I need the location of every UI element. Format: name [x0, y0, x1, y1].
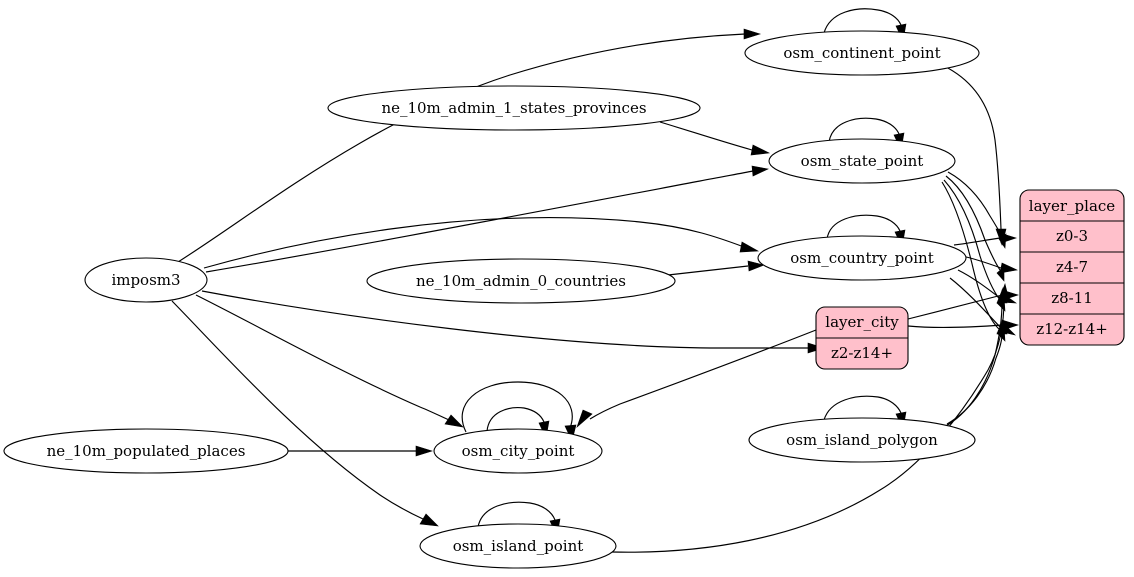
edge-imposm3-to-osm-state-point — [205, 165, 769, 273]
edge-osm-country-point-to-layer-place-z4-7 — [961, 255, 1018, 274]
node-ne-10m-admin-0-countries[interactable]: ne_10m_admin_0_countries — [366, 258, 676, 304]
node-osm-country-point[interactable]: osm_country_point — [757, 235, 967, 281]
edge-ne-states-to-osm-state-point — [659, 121, 771, 156]
node-osm-island-point[interactable]: osm_island_point — [419, 523, 617, 569]
node-ne-10m-admin-1-states-provinces[interactable]: ne_10m_admin_1_states_provinces — [327, 85, 701, 131]
node-shape-osm-continent-point[interactable] — [744, 30, 980, 76]
node-osm-continent-point[interactable]: osm_continent_point — [744, 30, 980, 76]
edge-osm-island-polygon-to-layer-place-z12-z14 — [946, 318, 1008, 425]
edge-layer-city-to-osm-city-point — [576, 329, 817, 428]
node-osm-state-point[interactable]: osm_state_point — [768, 138, 956, 184]
record-node-layer-city[interactable]: layer_city z2-z14+ — [815, 306, 909, 370]
edge-osm-state-point-to-layer-place-z0-3 — [947, 171, 1007, 249]
edge-ne-populated-to-osm-city-point — [288, 445, 434, 457]
node-shape-osm-city-point[interactable] — [433, 428, 603, 474]
edge-osm-state-point-to-layer-place-z8-11 — [943, 179, 1006, 312]
node-shape-osm-island-point[interactable] — [419, 523, 617, 569]
edge-osm-island-polygon-to-layer-place-z8-11 — [943, 287, 1008, 428]
edge-osm-continent-point-to-layer-place-z0-3 — [943, 65, 1007, 247]
node-shape-imposm3[interactable] — [84, 257, 208, 303]
node-shape-osm-state-point[interactable] — [768, 138, 956, 184]
node-shape-ne-10m-populated-places[interactable] — [3, 428, 289, 474]
node-osm-city-point[interactable]: osm_city_point — [433, 428, 603, 474]
edge-imposm3-to-osm-country-point — [203, 217, 760, 269]
edge-imposm3-to-osm-island-point — [171, 300, 439, 527]
node-shape-ne-10m-admin-0-countries[interactable] — [366, 258, 676, 304]
node-shape-ne-10m-admin-1-states-provinces[interactable] — [327, 85, 701, 131]
node-shape-osm-island-polygon[interactable] — [748, 417, 976, 463]
node-osm-island-polygon[interactable]: osm_island_polygon — [748, 417, 976, 463]
node-shape-osm-country-point[interactable] — [757, 235, 967, 281]
node-imposm3[interactable]: imposm3 — [84, 257, 208, 303]
edge-osm-island-point-to-osm-island-polygon — [611, 282, 1010, 553]
record-shape-layer-place[interactable] — [1019, 189, 1125, 346]
edge-imposm3-to-osm-continent-point — [177, 28, 762, 263]
edge-imposm3-to-osm-city-point — [195, 294, 464, 428]
node-ne-10m-populated-places[interactable]: ne_10m_populated_places — [3, 428, 289, 474]
record-node-layer-place[interactable]: layer_place z0-3 z4-7 z8-11 z12-z14+ — [1019, 189, 1125, 346]
node-layer: imposm3 ne_10m_admin_1_states_provinces … — [3, 30, 1125, 569]
edge-ne-countries-to-osm-country-point — [667, 260, 765, 276]
edge-osm-country-point-to-layer-place-z0-3 — [953, 232, 1017, 246]
